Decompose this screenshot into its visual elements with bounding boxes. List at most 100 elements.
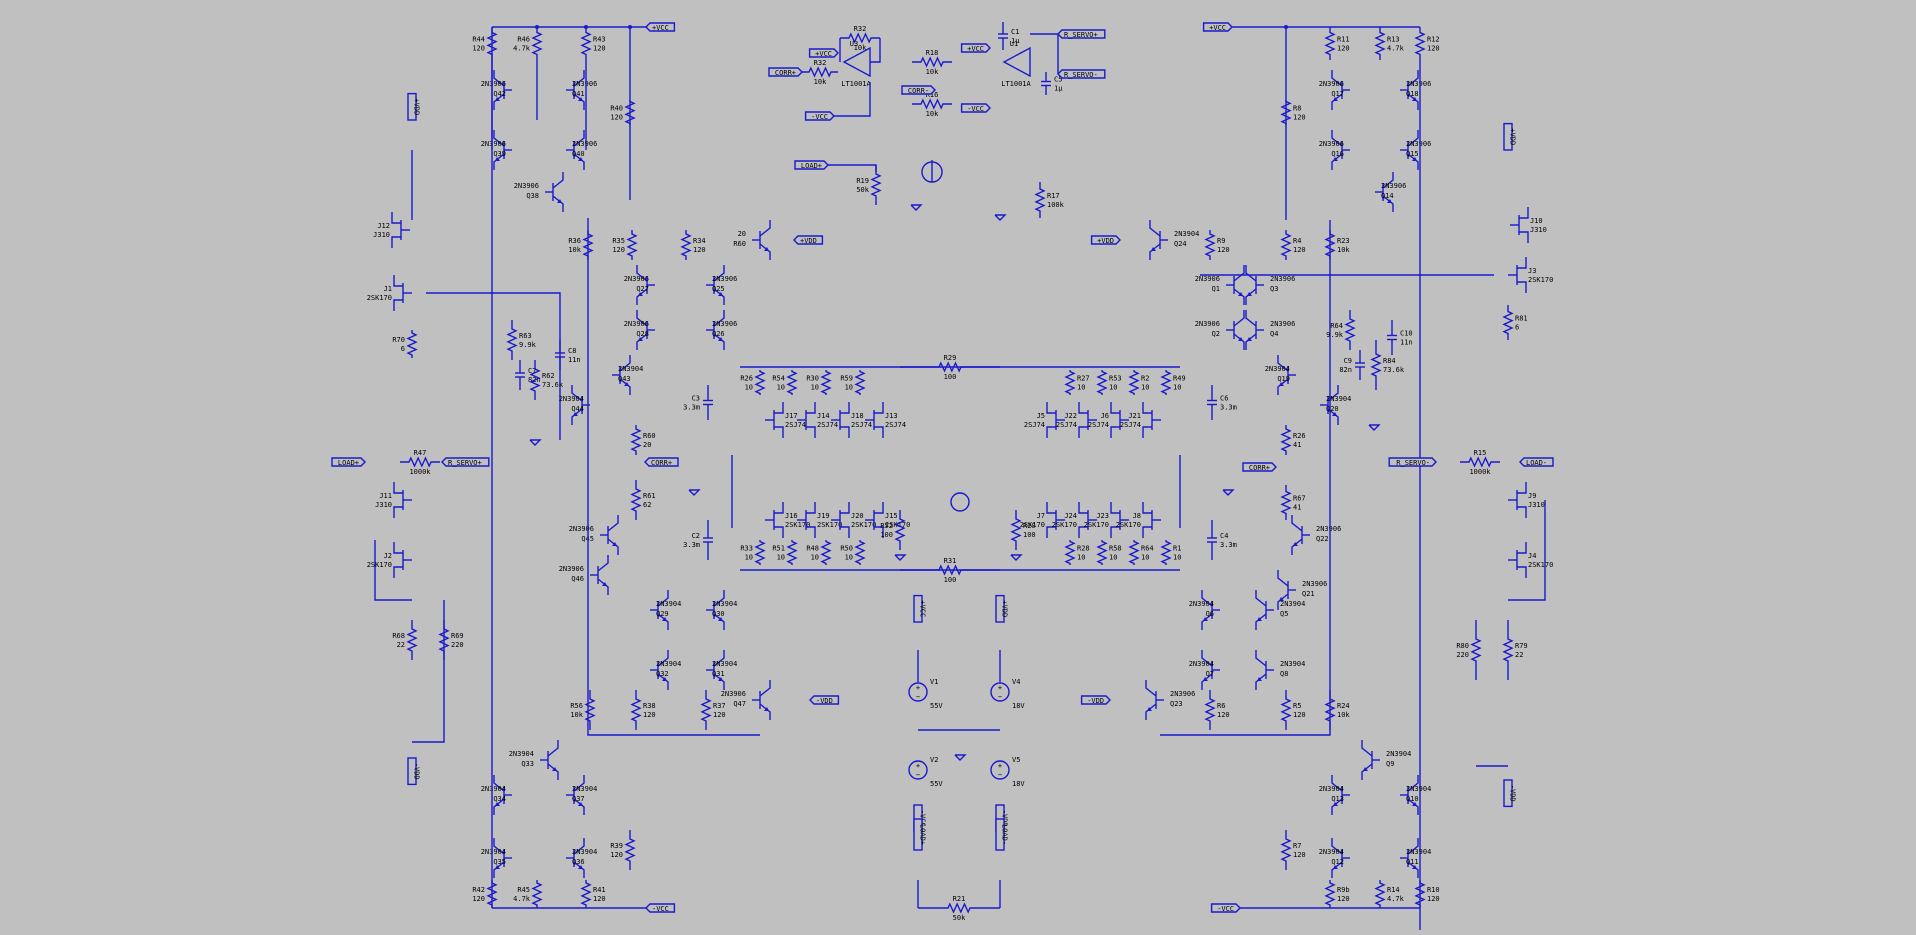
resistor-symbol [912,98,952,110]
transistor-type: 2N3906 [721,690,746,698]
resistor-ref: R6 [1217,702,1225,710]
transistor-type: 2N3906 [1195,275,1220,283]
net-label: +VDD [413,98,421,115]
jfet-drain [1517,542,1527,554]
transistor-ref: Q47 [733,700,746,708]
jfet-source [840,426,850,438]
net-flag [1202,22,1233,32]
bjt-arrow [1238,292,1243,296]
jfet-ref: J1 [384,285,392,293]
transistor-type: 2N3906 [1406,140,1431,148]
resistor-ref: R1 [1173,545,1181,553]
transistor-type: 2N3906 [572,80,597,88]
resistor-value: 1000k [1469,468,1491,476]
resistor-ref: R60 [643,432,656,440]
bjt-collector [571,385,583,402]
resistor-symbol [802,66,838,78]
jfet-source [774,526,784,538]
net-label: -VDD [1001,810,1009,827]
bjt-emitter [1145,703,1157,720]
resistor-ref: R59 [840,375,853,383]
resistor-ref: R63 [519,332,532,340]
resistor-symbol [624,100,636,125]
resistor-symbol [529,360,541,400]
transistor-ref: Q8 [1280,670,1288,678]
resistor-symbol [1160,540,1172,565]
bjt-arrow [1279,382,1284,386]
capacitor-ref: C2 [692,532,700,540]
resistor-symbol [580,27,592,60]
resistor-value: 10 [1173,554,1181,562]
net-flag [960,103,991,113]
jfet-ref: J4 [1528,552,1536,560]
resistor-symbol [1344,310,1356,350]
bjt-collector [1277,570,1289,587]
transistor-type: 2N3906 [1270,275,1295,283]
jfet-type: 2SK170 [1528,276,1553,284]
resistor-ref: R13 [1387,36,1400,44]
voltage-source [908,682,928,702]
net-label: +VCC [652,24,669,32]
jfet-source [1142,526,1152,538]
resistor-value: 9.9k [1326,331,1344,339]
jfet-ref: J23 [1096,512,1109,520]
resistor-value: 100 [944,373,957,381]
resistor-ref: R23 [1337,237,1350,245]
transistor-type: 2N3904 [1189,660,1214,668]
jfet-drain [393,275,403,287]
transistor-type: 2N3906 [1381,182,1406,190]
net-flag [644,457,679,467]
source-plus: + [998,762,1002,770]
jfet-drain [1078,502,1088,514]
resistor-ref: R31 [944,557,957,565]
net-flag [1057,29,1106,39]
capacitor-ref: C8 [568,347,576,355]
resistor-ref: R32 [814,59,827,67]
bjt-arrow [662,617,667,621]
transistor-type: 2N3906 [1406,80,1431,88]
jfet-ref: J11 [379,492,392,500]
jfet-type: 2SJ74 [1056,421,1077,429]
transistor-type: 2N3904 [509,750,534,758]
capacitor-ref: C6 [1220,395,1228,403]
resistor-ref: R54 [772,375,785,383]
voltage-source [990,760,1010,780]
net-label: -VCC [811,113,828,121]
resistor-ref: R42 [472,886,485,894]
bjt-emitter [1233,333,1245,350]
resistor-symbol [1414,27,1426,60]
resistor-symbol [1324,27,1336,60]
net-label: -VDD [1509,785,1517,802]
net-flag [901,85,936,95]
net-label: +VCC [967,45,984,53]
net-label: -VCC [1217,905,1234,913]
transistor-ref: Q36 [572,858,585,866]
resistor-ref: R8 [1293,105,1301,113]
net-flag [1210,903,1241,913]
resistor-ref: R36 [568,237,581,245]
jfet-type: 2SK170 [1084,521,1109,529]
bjt-arrow [1333,802,1338,806]
opamp-symbol [1002,46,1031,78]
resistor-value: 41 [1293,441,1301,449]
bjt-emitter [1233,288,1245,305]
source-ref: V1 [930,678,938,686]
bjt-arrow [1293,542,1298,546]
bjt-arrow [1412,865,1417,869]
jfet-source [806,526,816,538]
net-flag [1080,695,1111,705]
source-value: 55V [930,780,943,788]
transistor-ref: Q14 [1381,192,1394,200]
capacitor-ref: C3 [692,395,700,403]
resistor-symbol [1502,305,1514,340]
jfet-type: J310 [373,231,390,239]
resistor-value: 41 [1293,504,1301,512]
jfet-drain [1078,402,1088,414]
voltage-source [908,760,928,780]
transistor-type: 2N3904 [559,395,584,403]
bjt-arrow [578,802,583,806]
resistor-symbol [406,330,418,358]
resistor-value: 120 [1293,114,1306,122]
bjt-emitter [636,288,648,305]
jfet-ref: J17 [785,412,798,420]
